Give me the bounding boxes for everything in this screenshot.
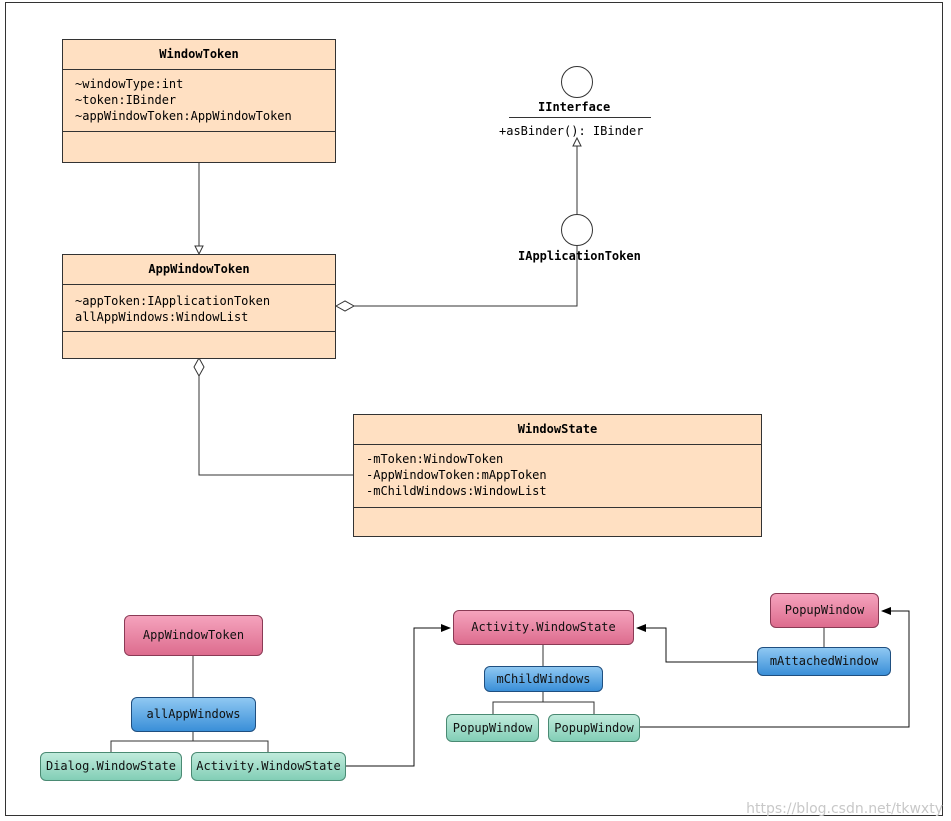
node-m-attached-window: mAttachedWindow [757,647,891,676]
arrow-activity-link [346,624,451,767]
class-window-state-attributes: -mToken:WindowToken -AppWindowToken:mApp… [354,445,761,508]
class-window-token-attributes: ~windowType:int ~token:IBinder ~appWindo… [63,70,335,132]
node-popup-window: PopupWindow [446,714,539,742]
attribute: allAppWindows:WindowList [75,310,249,324]
class-app-window-token-name: AppWindowToken [63,255,335,285]
attribute: ~appToken:IApplicationToken [75,294,271,308]
aggregation-diamond-right [334,300,356,312]
attribute: -AppWindowToken:mAppToken [366,468,547,482]
interface-lollipop-icon [561,66,593,98]
tree-middle-branch [492,701,595,714]
attribute: ~appWindowToken:AppWindowToken [75,109,292,123]
tree-left-branch [110,740,269,752]
class-app-window-token-attributes: ~appToken:IApplicationToken allAppWindow… [63,285,335,332]
node-dialog-window-state: Dialog.WindowState [40,752,182,781]
generalization-arrowhead [194,245,204,256]
class-window-state: WindowState -mToken:WindowToken -AppWind… [353,414,762,537]
node-activity-window-state-root: Activity.WindowState [453,610,634,645]
diagram-frame [5,2,943,816]
node-app-window-token: AppWindowToken [124,615,263,656]
node-all-app-windows: allAppWindows [131,697,256,732]
class-window-token: WindowToken ~windowType:int ~token:IBind… [62,39,336,163]
attribute: -mChildWindows:WindowList [366,484,547,498]
realization-arrowhead [572,136,582,147]
interface-iinterface-name: IInterface [538,100,611,114]
aggregation-line-right [354,246,578,307]
class-app-window-token: AppWindowToken ~appToken:IApplicationTok… [62,254,336,359]
arrow-attached-link [636,624,757,663]
node-m-child-windows: mChildWindows [484,666,603,692]
watermark: https://blog.csdn.net/tkwxty [746,801,943,817]
aggregation-diamond-bottom [193,356,205,378]
interface-iinterface-method: +asBinder(): IBinder [499,124,644,138]
arrow-popup-link [640,607,910,728]
class-window-state-name: WindowState [354,415,761,445]
interface-iapplication-token-name: IApplicationToken [518,249,641,263]
node-activity-window-state: Activity.WindowState [191,752,346,781]
aggregation-line-bottom [198,376,353,476]
attribute: ~windowType:int [75,77,184,91]
attribute: -mToken:WindowToken [366,452,504,466]
interface-lollipop-icon [561,214,593,246]
class-window-token-name: WindowToken [63,40,335,70]
interface-divider [509,117,651,118]
node-popup-window: PopupWindow [548,714,640,742]
attribute: ~token:IBinder [75,93,177,107]
node-popup-window-root: PopupWindow [770,593,879,628]
